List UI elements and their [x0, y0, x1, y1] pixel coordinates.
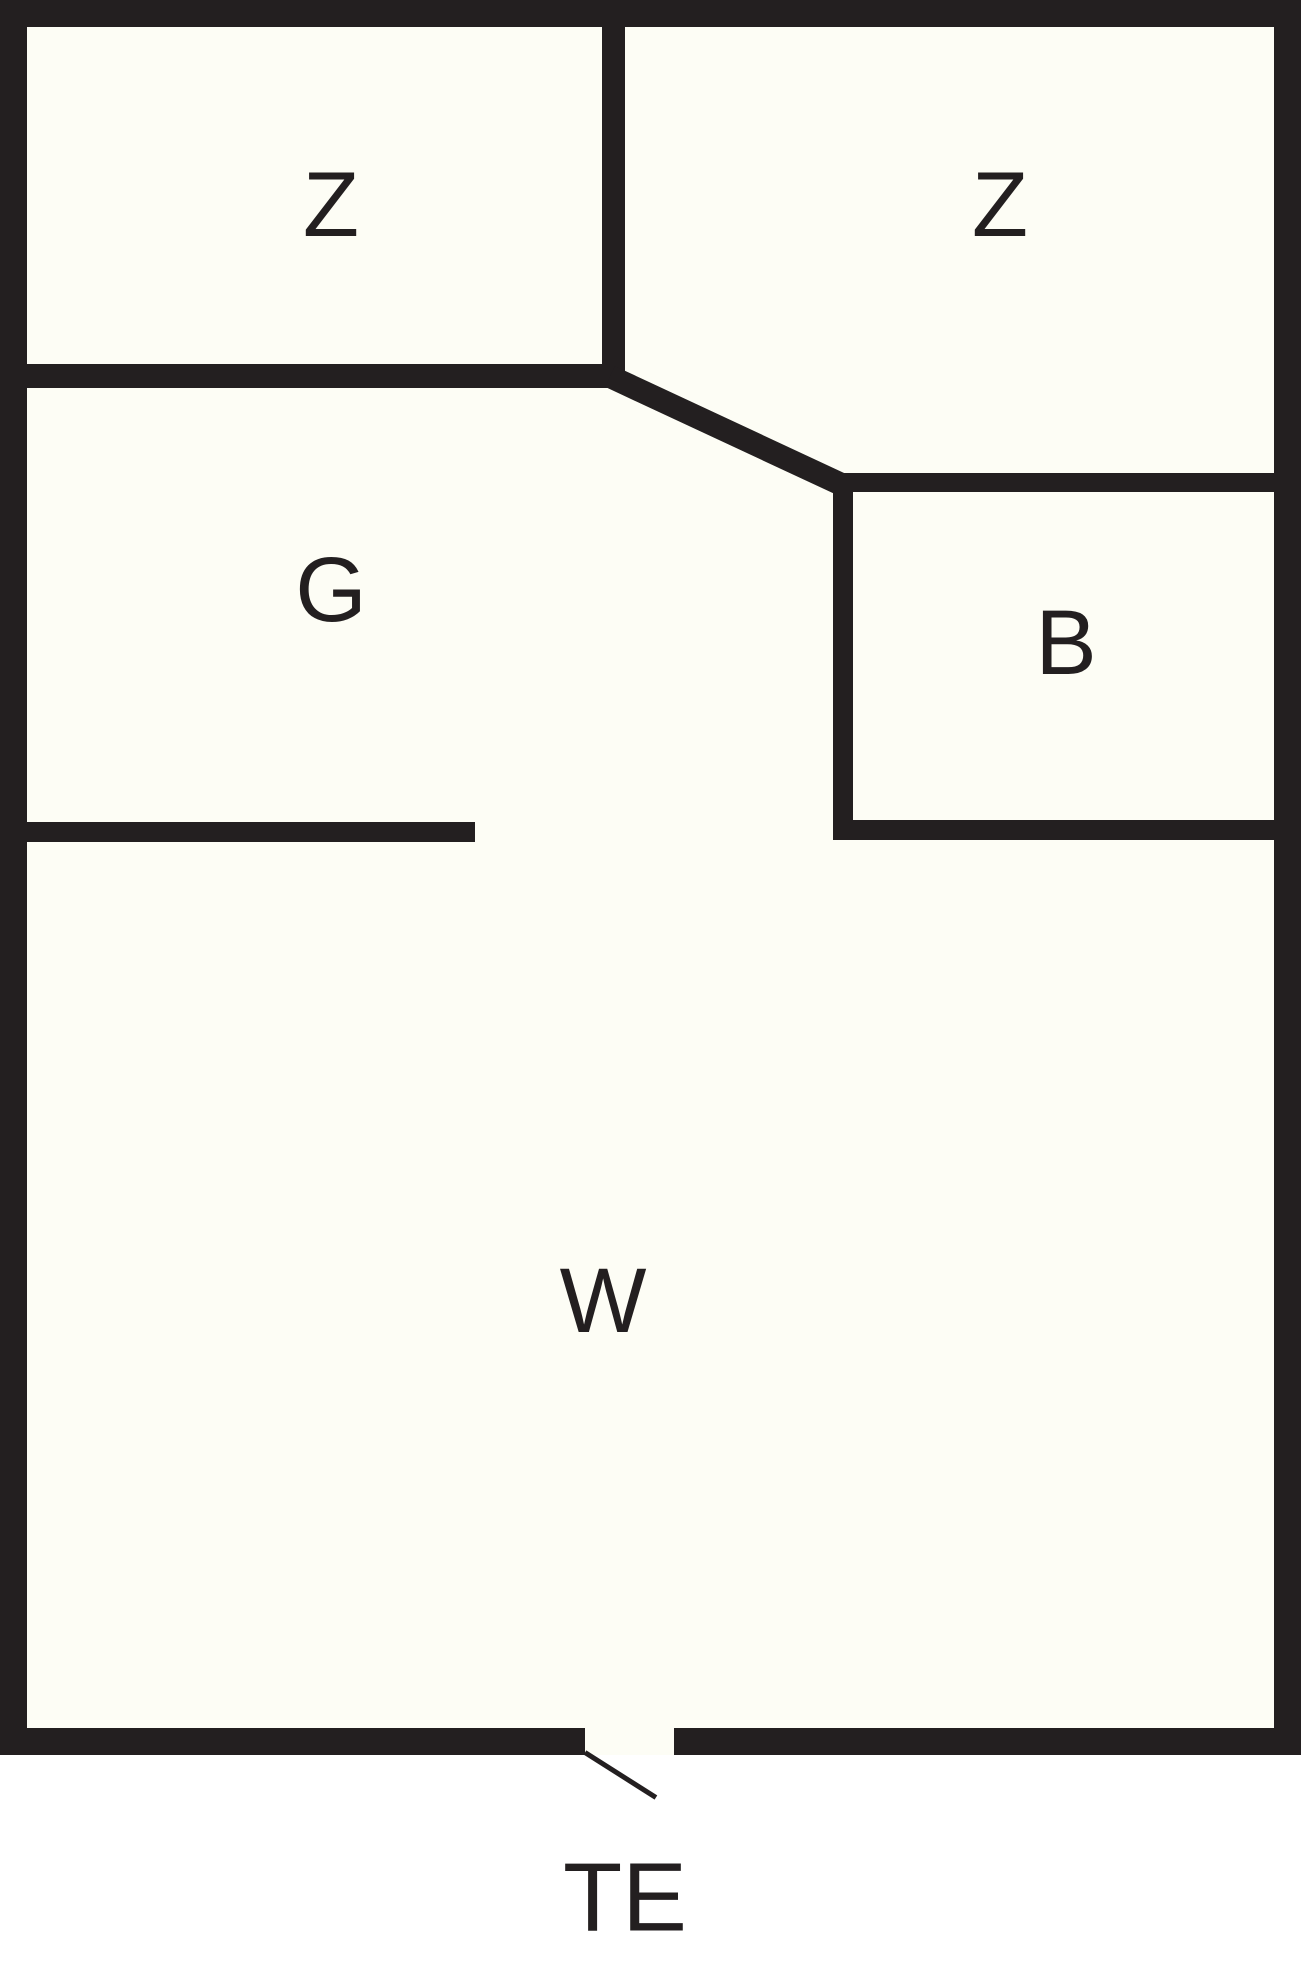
- wall-outer-top: [0, 0, 1301, 27]
- wall-diagonal: [605, 366, 851, 497]
- wall-b-left: [833, 475, 853, 840]
- entrance-leader-line: [583, 1750, 658, 1800]
- room-label-z-left: Z: [302, 154, 360, 256]
- wall-g-bottom: [27, 822, 475, 842]
- wall-b-bottom: [833, 820, 1274, 840]
- wall-z-divider: [602, 27, 625, 378]
- wall-b-top: [843, 473, 1274, 492]
- entrance-door-gap: [585, 1728, 674, 1755]
- wall-outer-bottom-right: [674, 1728, 1301, 1755]
- wall-z-left-bottom: [27, 364, 625, 388]
- wall-outer-bottom-left: [0, 1728, 585, 1755]
- entrance-label: TE: [563, 1842, 687, 1952]
- wall-outer-right: [1274, 0, 1301, 1755]
- room-label-g: G: [295, 539, 367, 641]
- room-label-b: B: [1035, 592, 1097, 694]
- plan-interior: Z Z G B W: [0, 0, 1301, 1755]
- room-label-w: W: [559, 1250, 647, 1352]
- wall-outer-left: [0, 0, 27, 1755]
- room-label-z-right: Z: [971, 154, 1029, 256]
